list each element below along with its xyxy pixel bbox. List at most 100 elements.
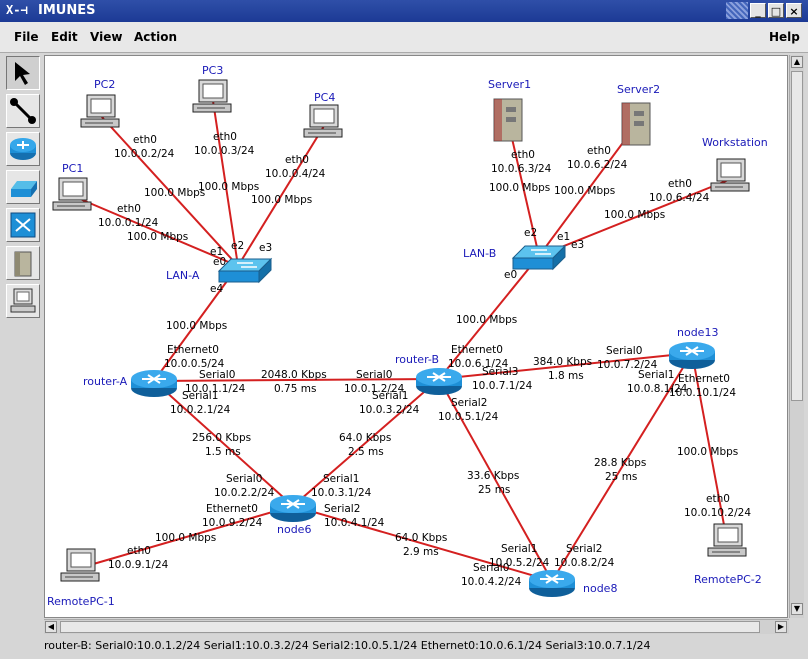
maximize-button[interactable]: □ [768,3,784,18]
node-label-lanb[interactable]: LAN-B [463,247,496,260]
label: eth0 [213,131,237,143]
node-label-routera[interactable]: router-A [83,375,128,388]
horizontal-scroll-thumb[interactable] [60,621,760,633]
label: e0 [213,256,226,268]
label: Serial1 [501,543,537,555]
node-label-node6[interactable]: node6 [277,523,311,536]
node6-icon[interactable] [269,494,317,523]
link-pc2-lana[interactable] [100,115,239,267]
node-label-pc3[interactable]: PC3 [202,64,223,77]
topology-graph[interactable]: PC2 PC3 PC4 PC1 Server1 Server2 Workstat… [45,56,788,618]
link-server1-lanb[interactable] [507,120,540,257]
link-routera-node6[interactable] [153,380,294,507]
link-node6-node8[interactable] [292,505,553,582]
host-tool[interactable] [6,246,40,280]
link-pc3-lana[interactable] [212,100,239,267]
label: eth0 [587,145,611,157]
pc-tool[interactable] [6,284,40,318]
routerb-icon[interactable] [415,367,463,396]
workstation-icon[interactable] [710,158,750,192]
link-node13-remotepc2[interactable] [691,352,728,542]
pc1-icon[interactable] [52,177,92,211]
router-tool[interactable] [6,132,40,166]
minimize-icon: _ [755,5,761,18]
label: e1 [557,231,570,243]
scroll-right-icon[interactable]: ▶ [775,621,787,633]
label: Ethernet0 [451,344,503,356]
label: Serial0 [226,473,262,485]
node-label-server2[interactable]: Server2 [617,83,660,96]
link-lana-routera[interactable] [153,265,239,382]
menu-action[interactable]: Action [134,30,178,44]
node-label-node13[interactable]: node13 [677,326,718,339]
label: 10.0.3.2/24 [359,404,420,416]
menu-edit[interactable]: Edit [51,30,78,44]
link-workstation-lanb[interactable] [538,178,732,257]
node-label-node8[interactable]: node8 [583,582,617,595]
node-label-pc2[interactable]: PC2 [94,78,115,91]
menu-view[interactable]: View [90,30,123,44]
label: Serial0 [606,345,642,357]
link-routera-routerb[interactable] [153,378,440,382]
node-label-lana[interactable]: LAN-A [166,269,200,282]
minimize-button[interactable]: _ [750,3,766,18]
pc2-icon[interactable] [80,94,120,128]
node-label-routerb[interactable]: router-B [395,353,439,366]
node-label-remotepc1[interactable]: RemotePC-1 [47,595,115,608]
menu-help[interactable]: Help [769,30,800,44]
scroll-down-icon[interactable]: ▼ [791,603,803,615]
scroll-left-icon[interactable]: ◀ [45,621,57,633]
routera-icon[interactable] [130,369,178,398]
remotepc1-icon[interactable] [60,548,100,582]
vertical-scroll-thumb[interactable] [791,71,803,401]
node13-icon[interactable] [668,341,716,370]
router-icon [10,138,36,160]
node-label-workstation[interactable]: Workstation [702,136,768,149]
label: e0 [504,269,517,281]
close-button[interactable]: × [786,3,802,18]
pc3-icon[interactable] [192,79,232,113]
topology-canvas[interactable]: PC2 PC3 PC4 PC1 Server1 Server2 Workstat… [44,55,788,618]
node-label-remotepc2[interactable]: RemotePC-2 [694,573,762,586]
label: 2048.0 Kbps [261,369,327,381]
node8-icon[interactable] [528,569,576,598]
scroll-up-icon[interactable]: ▲ [791,56,803,68]
switch-tool[interactable] [6,208,40,242]
host-icon [14,251,32,277]
label: Serial0 [199,369,235,381]
label: 2.5 ms [348,446,384,458]
hub-tool[interactable] [6,170,40,204]
label: 10.0.7.1/24 [472,380,533,392]
menu-file[interactable]: File [14,30,39,44]
label: eth0 [127,545,151,557]
link-routerb-node6[interactable] [292,378,440,507]
link-server2-lanb[interactable] [538,124,637,257]
link-tool[interactable] [6,94,40,128]
select-tool[interactable] [6,56,40,90]
vertical-scrollbar[interactable]: ▲ ▼ [789,55,804,618]
label: 10.0.3.1/24 [311,487,372,499]
title-bar: X-⊣ IMUNES _ □ × [0,0,808,22]
lanb-switch-icon[interactable] [512,245,566,270]
link-routerb-node13[interactable] [438,352,693,380]
node-label-server1[interactable]: Server1 [488,78,531,91]
label: 10.0.2.1/24 [170,404,231,416]
server2-icon[interactable] [621,102,651,146]
link-labels: eth0 10.0.0.2/24 100.0 Mbps eth0 10.0.0.… [98,131,751,588]
maximize-icon: □ [770,5,782,18]
node-label-pc1[interactable]: PC1 [62,162,83,175]
server1-icon[interactable] [493,98,523,142]
link-pc1-lana[interactable] [72,195,239,267]
pc4-icon[interactable] [303,104,343,138]
link-routerb-node8[interactable] [438,378,553,582]
link-pc4-lana[interactable] [237,125,325,267]
label: 0.75 ms [274,383,316,395]
link-node13-node8[interactable] [551,352,693,582]
link-node6-remotepc1[interactable] [82,505,294,568]
node-label-pc4[interactable]: PC4 [314,91,335,104]
remotepc2-icon[interactable] [707,523,747,557]
label: 100.0 Mbps [554,185,615,197]
horizontal-scrollbar[interactable]: ◀ ▶ [44,619,789,634]
link-lanb-routerb[interactable] [438,255,540,380]
lana-switch-icon[interactable] [218,258,272,283]
